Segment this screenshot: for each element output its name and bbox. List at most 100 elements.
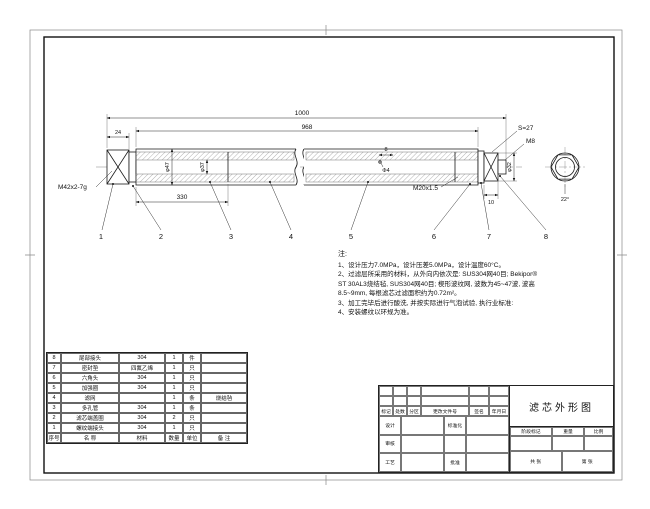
bom-cell: [201, 423, 247, 433]
bom-cell: 5: [47, 383, 61, 393]
stud: [497, 159, 507, 175]
bom-cell: [201, 403, 247, 413]
note-line: 1、设计压力7.0MPa，设计压差5.0MPa，设计温度60°C。: [338, 261, 505, 269]
bom-cell: 304: [119, 383, 165, 393]
hexagon-face: [550, 154, 580, 180]
bom-header-row: 序号名 称材料数量单位备 注: [47, 433, 247, 443]
bom-cell: 304: [119, 373, 165, 383]
bom-cell: 1: [165, 353, 183, 363]
bom-cell: 件: [183, 353, 201, 363]
left-end-fitting: [106, 149, 137, 185]
note-line: 3、加工完毕后进行酸洗, 并按实际进行气泡试验, 执行业标准:: [338, 299, 514, 307]
tube-segment-right: [304, 148, 479, 186]
title-block: 标记 处数 分区 更改文件号 签名 年月日 设计 标准化 审核: [378, 385, 614, 473]
end-detail-view: [545, 147, 585, 187]
bom-cell: 只: [183, 373, 201, 383]
bom-cell: 滤芯端盖圈: [61, 413, 119, 423]
bom-cell: 多孔管: [61, 403, 119, 413]
dim-overall-length: 1000: [295, 110, 310, 117]
dim-segment-length: 330: [177, 194, 188, 201]
dim-stud-thread: M8: [526, 138, 535, 145]
rev-header: 处数: [393, 406, 407, 416]
bom-cell: 304: [119, 353, 165, 363]
sign-label: 批准: [444, 453, 466, 472]
title-block-right: 滤芯外形图 阶段标记 重量 比例 共 张 第 张: [510, 386, 613, 472]
sheet-info-row: 共 张 第 张: [510, 451, 613, 472]
sheet-frame: [25, 25, 627, 485]
rev-header: 年月日: [489, 406, 509, 416]
bom-cell: 7: [47, 363, 61, 373]
bom-cell: 304: [119, 423, 165, 433]
extension-lines: [106, 114, 517, 206]
dim-tail-thread: M20x1.5: [413, 185, 438, 192]
mesh-band: [305, 151, 479, 161]
bom-cell: 条: [183, 393, 201, 403]
bom-cell: [201, 363, 247, 373]
bom-header-cell: 材料: [119, 433, 165, 443]
revision-row: [379, 396, 509, 406]
note-line: ST 30AL3烧结毡, SUS304网40目; 楔形波纹网, 波数为45~47…: [338, 280, 535, 288]
dim-head-length: 24: [115, 130, 121, 136]
balloon-1: 1: [99, 232, 103, 241]
bom-cell: 1: [165, 363, 183, 373]
balloon-8: 8: [544, 232, 548, 241]
bom-cell: 1: [47, 423, 61, 433]
stage-label: 阶段标记: [510, 427, 552, 436]
tube-segment-left: [135, 148, 296, 186]
rev-header: 更改文件号: [421, 406, 469, 416]
stage-label: 重量: [552, 427, 584, 436]
bom-cell: 只: [183, 363, 201, 373]
bom-cell: 滤网: [61, 393, 119, 403]
stage-values-row: [510, 436, 613, 451]
sign-label: 标准化: [444, 416, 466, 435]
pleat-detail: [378, 153, 394, 168]
bom-cell: 密封垫: [61, 363, 119, 373]
notes-title: 注:: [338, 251, 347, 258]
bom-cell: 螺纹端接头: [61, 423, 119, 433]
bom-cell: 1: [165, 403, 183, 413]
bom-cell: 2: [165, 413, 183, 423]
bom-cell: [201, 373, 247, 383]
dim-body-length: 968: [302, 124, 313, 131]
bom-header-cell: 备 注: [201, 433, 247, 443]
bom-cell: 四氟乙烯: [119, 363, 165, 373]
mesh-band: [305, 173, 479, 183]
centering-marks: [25, 25, 627, 485]
bom-cell: 3: [47, 403, 61, 413]
dim-core-dia: φ37: [200, 162, 206, 172]
dim-outer-dia: φ47: [165, 162, 171, 172]
note-line: 8.5~9mm, 每根滤芯过滤面积约为0.72m²。: [338, 290, 461, 297]
sign-label: 审核: [379, 434, 401, 454]
bom-cell: 只: [183, 383, 201, 393]
bom-cell: [201, 383, 247, 393]
dim-hex-size: S=27: [518, 125, 534, 132]
bom-cell: [201, 353, 247, 363]
bom-cell: 只: [183, 413, 201, 423]
notes-block: 注: 1、设计压力7.0MPa，设计压差5.0MPa，设计温度60°C。 2、过…: [338, 250, 606, 318]
bom-cell: 304: [119, 403, 165, 413]
bom-cell: 1: [165, 423, 183, 433]
rev-header: 分区: [407, 406, 421, 416]
bom-cell: 条: [183, 403, 201, 413]
bom-header-cell: 名 称: [61, 433, 119, 443]
balloon-callouts: 1 2 3 4 5 6 7 8: [99, 175, 548, 241]
revision-row: [379, 386, 509, 396]
balloon-2: 2: [159, 232, 163, 241]
sheet-number: 第 张: [561, 451, 613, 472]
balloon-4: 4: [289, 232, 293, 241]
bom-cell: 加强圈: [61, 383, 119, 393]
dim-pleat-pitch: 8: [384, 147, 387, 153]
dim-tail-dia: φ32: [507, 162, 513, 172]
bom-cell: 2: [47, 413, 61, 423]
bom-cell: 4: [47, 393, 61, 403]
sign-label: 工艺: [379, 453, 401, 472]
bom-cell: [119, 393, 165, 403]
leader-lines: [95, 130, 566, 194]
dim-tail-length: 10: [488, 200, 494, 206]
